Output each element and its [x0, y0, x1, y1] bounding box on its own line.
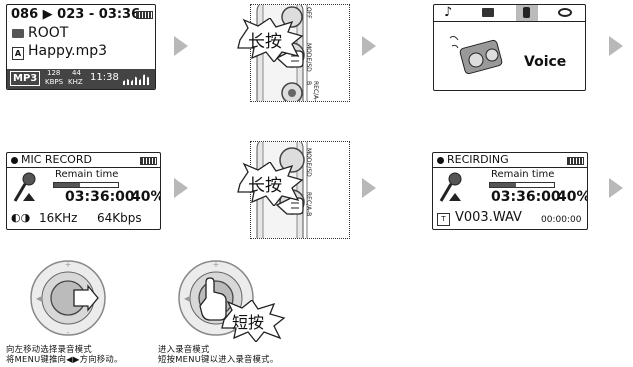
arrow-right-3 [609, 36, 623, 56]
remain-time: 03:36:00 [491, 189, 561, 205]
side-label-rec: REC/A-B [305, 81, 319, 102]
long-press-label: 长按 [248, 176, 282, 196]
stereo-icon: ◐◑ [11, 211, 31, 224]
remain-bar-fill [490, 183, 516, 187]
arrow-right-4 [174, 178, 188, 198]
samplerate-unit: KHZ [68, 78, 83, 86]
folder-name: ROOT [28, 25, 69, 41]
bitrate-unit: KBPS [45, 78, 64, 86]
arrow-right-1 [174, 36, 188, 56]
battery-icon [136, 11, 153, 19]
caption-left-line1: 向左移动选择录音模式 [6, 344, 92, 354]
side-label-mode: MODE/SD [305, 148, 312, 177]
remain-label: Remain time [55, 169, 119, 180]
arrow-right-5 [362, 178, 376, 198]
recording-screen: RECIRDING Remain time 03:36:00 40% T V00… [432, 152, 588, 230]
radio-icon [482, 8, 494, 17]
long-press-label: 长按 [248, 32, 282, 52]
microphone-icon [439, 172, 462, 202]
elapsed-time: 00:00:00 [541, 215, 582, 225]
file-icon: A [12, 47, 24, 60]
remain-bar [53, 182, 119, 188]
menu-tabs [434, 5, 585, 22]
caption-left-line2: 将MENU键推向◀▶方向移动。 [6, 354, 123, 364]
file-name: Happy.mp3 [28, 43, 108, 59]
remain-bar-fill [54, 183, 80, 187]
title-divider [433, 167, 587, 168]
long-press-burst [237, 18, 304, 62]
svg-text:◀: ◀ [36, 294, 43, 303]
short-press-label: 短按 [232, 313, 265, 332]
screen-title: RECIRDING [447, 153, 509, 166]
hand-pointer-icon [275, 197, 304, 215]
side-label-rec: REC/A-B [305, 192, 312, 217]
clock-time: 11:38 [90, 72, 119, 83]
status-bar [7, 69, 155, 89]
file-name: V003.WAV [455, 210, 522, 225]
bitrate: 64Kbps [97, 211, 142, 225]
svg-text:◀: ◀ [184, 294, 191, 303]
battery-icon [567, 157, 584, 165]
long-press-burst [237, 162, 304, 206]
track-counter: 086 ▶ 023 - 03:36 [11, 7, 141, 22]
remain-label: Remain time [491, 169, 555, 180]
music-note-icon: ♪ [444, 5, 453, 20]
battery-icon [140, 157, 157, 165]
side-label-off: OFF [305, 7, 312, 19]
voice-recorder-glyph [523, 7, 530, 18]
caption-right-line1: 进入录音模式 [158, 344, 210, 354]
svg-text:-: - [67, 328, 70, 337]
arrow-right-6 [609, 178, 623, 198]
remain-percent: 40% [131, 189, 160, 205]
record-dot-icon [11, 157, 18, 164]
remain-bar [489, 182, 555, 188]
frequency: 16KHz [39, 211, 78, 225]
file-icon: T [437, 213, 450, 226]
record-dot-icon [437, 157, 444, 164]
bitrate-value: 128 [47, 69, 61, 77]
menu-button-push-right: + - ◀ [30, 260, 106, 337]
svg-text:+: + [213, 260, 220, 269]
samplerate-value: 44 [72, 69, 81, 77]
playback-screen: 086 ▶ 023 - 03:36 ROOT A Happy.mp3 MP3 1… [6, 4, 156, 90]
mic-record-screen: MIC RECORD Remain time 03:36:00 40% ◐◑ 1… [6, 152, 161, 230]
svg-text:+: + [65, 260, 72, 269]
title-divider [7, 167, 160, 168]
short-press-burst [221, 300, 286, 342]
voice-recorder-illustration [449, 35, 503, 75]
format-badge: MP3 [10, 71, 41, 86]
remain-time: 03:36:00 [65, 189, 135, 205]
menu-screen: ♪ Voice [433, 4, 586, 91]
microphone-icon [13, 172, 36, 202]
side-label-mode: MODE/SD [305, 43, 312, 72]
folder-icon [12, 29, 24, 38]
eye-icon [558, 8, 572, 17]
arrow-right-2 [362, 36, 376, 56]
menu-label: Voice [524, 54, 567, 70]
remain-percent: 40% [557, 189, 588, 205]
caption-right-line2: 短按MENU键以进入录音模式。 [158, 354, 279, 364]
screen-title: MIC RECORD [21, 153, 92, 166]
